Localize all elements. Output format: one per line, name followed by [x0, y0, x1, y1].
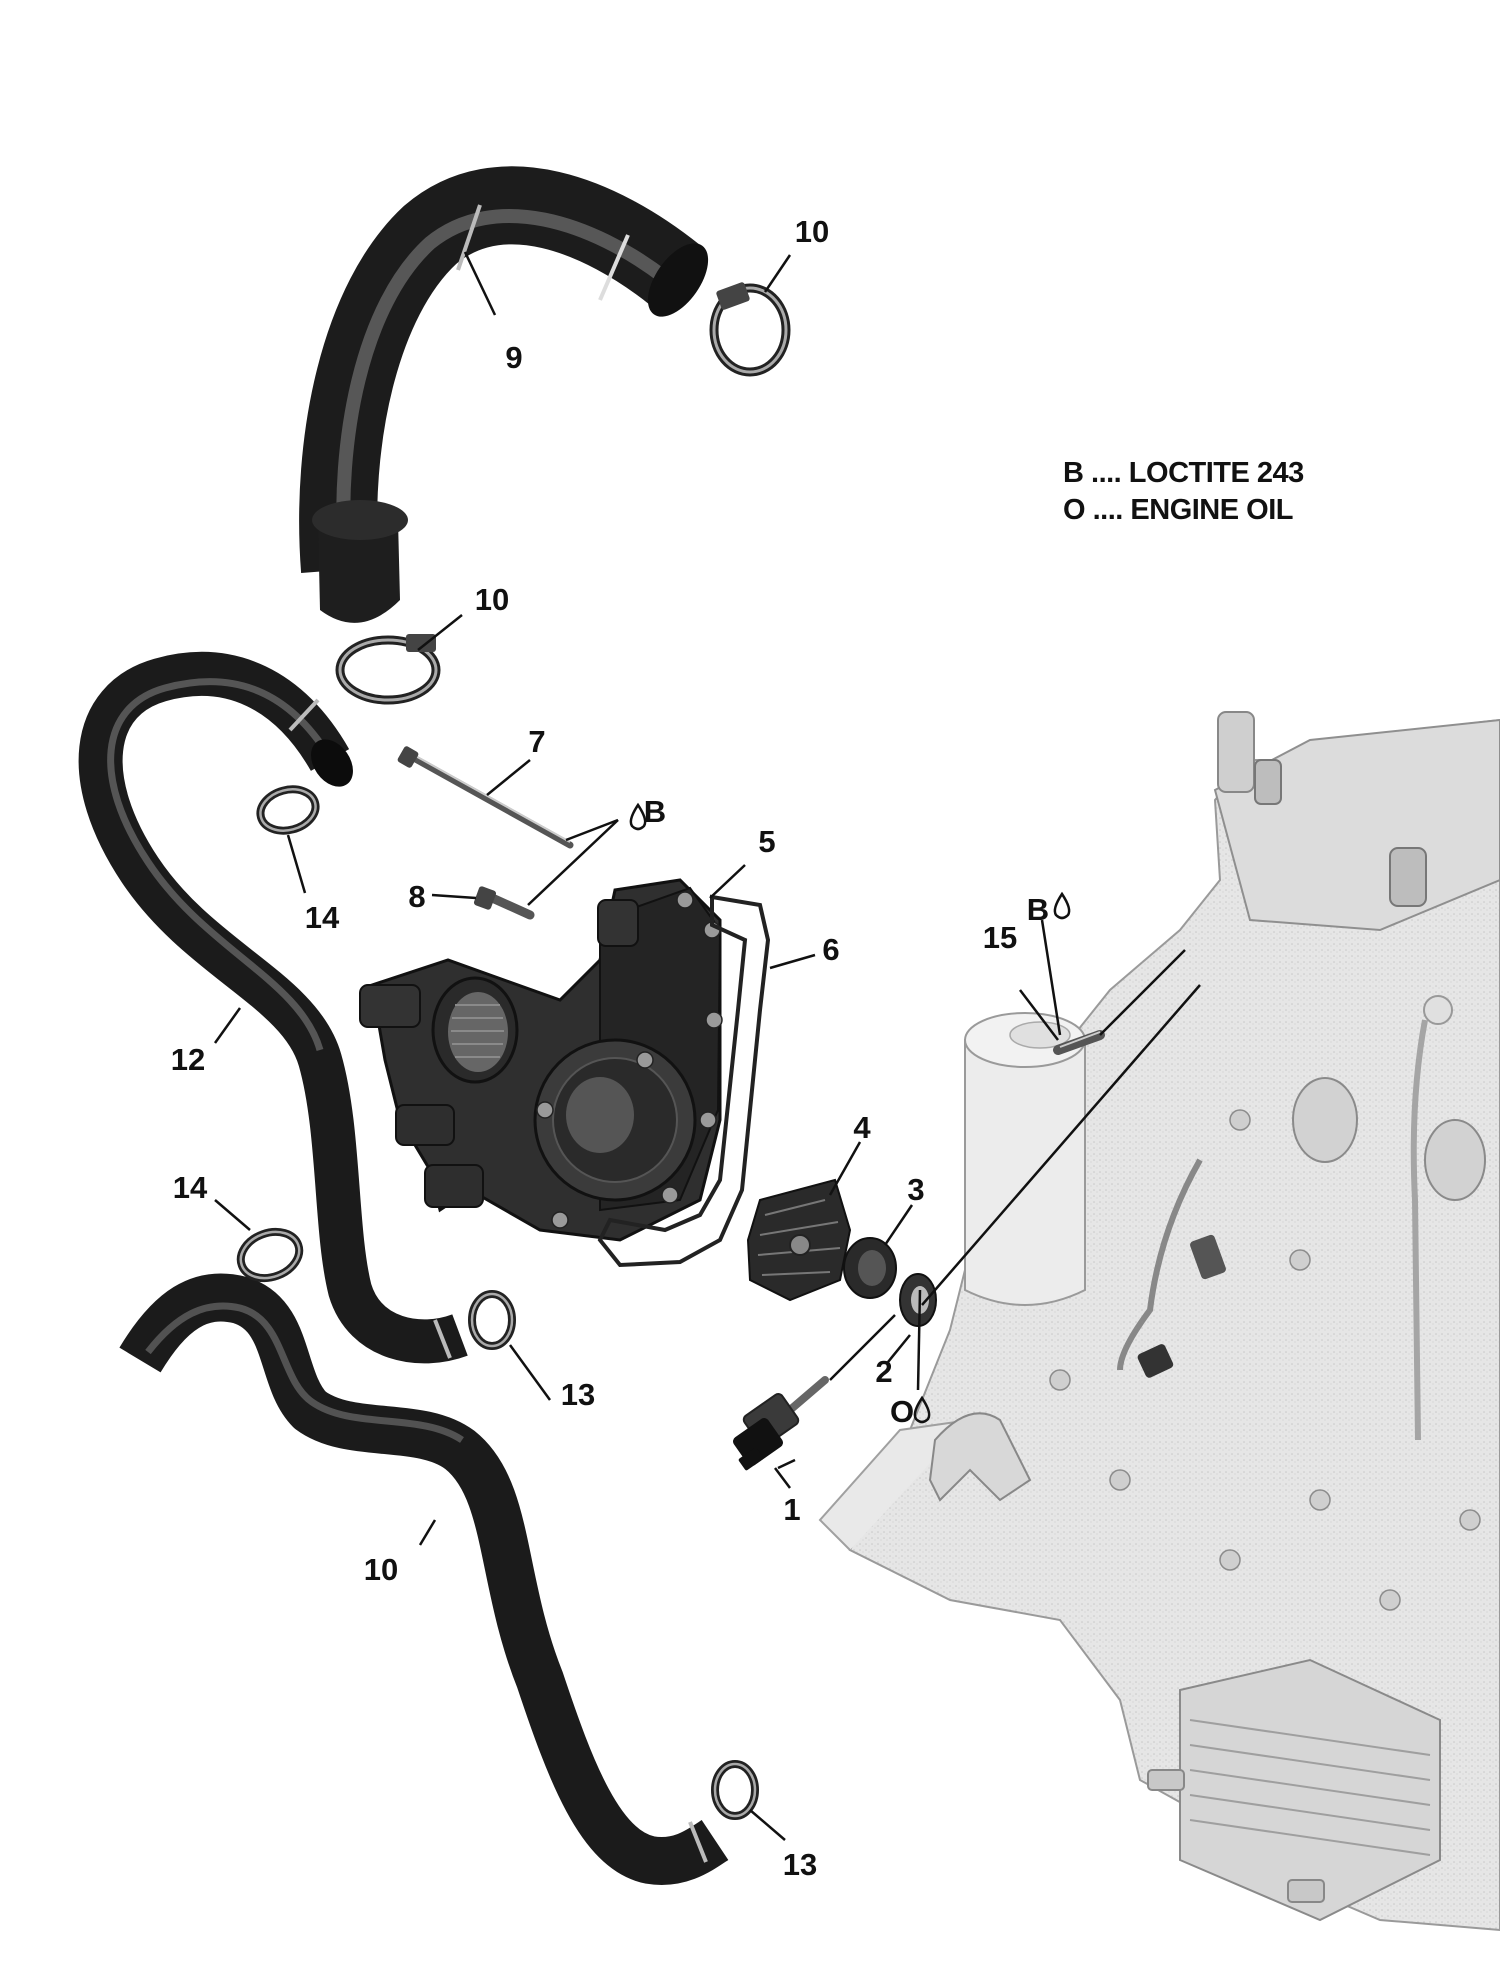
callout-13-lower: 13 — [783, 1847, 817, 1882]
legend-text: LOCTITE 243 — [1128, 457, 1305, 489]
legend-row-loctite: B .... LOCTITE 243 — [1063, 455, 1304, 492]
part-13-clamp-lower — [711, 1760, 759, 1820]
part-10-clamp-lower — [335, 634, 441, 705]
callout-14-upper: 14 — [305, 900, 340, 935]
part-11-hose — [119, 1273, 729, 1885]
droplet-icon — [913, 1395, 931, 1424]
callout-10-upper: 10 — [795, 214, 829, 249]
legend-row-engine-oil: O .... ENGINE OIL — [1063, 492, 1304, 529]
legend-code: B — [1063, 457, 1084, 489]
callout-13-upper: 13 — [561, 1377, 595, 1412]
part-12-hose — [78, 651, 468, 1364]
callout-5: 5 — [758, 824, 775, 859]
callout-9: 9 — [505, 340, 522, 375]
callout-6: 6 — [822, 932, 839, 967]
callout-labels: 10 9 10 7 B 5 8 14 6 15 B 12 4 14 3 2 13… — [171, 214, 1049, 1882]
part-8-short-bolt — [473, 886, 535, 920]
part-6-gasket — [597, 894, 771, 1268]
droplet-icon — [1053, 891, 1071, 920]
part-5-water-pump-housing — [359, 878, 723, 1242]
callout-7: 7 — [528, 724, 545, 759]
part-15-plug — [1053, 1030, 1105, 1055]
legend-sep: .... — [1085, 494, 1131, 526]
callout-14-lower: 14 — [173, 1170, 208, 1205]
part-13-clamp-upper — [468, 1290, 516, 1350]
part-2-oil-seal — [899, 1273, 937, 1327]
callout-4: 4 — [853, 1110, 871, 1145]
callout-15: 15 — [983, 920, 1017, 955]
legend-code: O — [1063, 494, 1086, 526]
part-3-seal — [843, 1237, 897, 1299]
engine-block — [818, 711, 1500, 1932]
leader-lines — [213, 251, 1201, 1841]
part-14-clamp-upper — [256, 785, 320, 835]
o-marker-2: O — [890, 1394, 914, 1429]
b-marker-7-8: B — [644, 794, 666, 829]
part-1-temp-sensor — [733, 1376, 829, 1471]
part-4-impeller — [746, 1178, 852, 1302]
legend-sep: .... — [1083, 457, 1129, 489]
part-14-clamp-lower — [236, 1227, 304, 1283]
callout-2: 2 — [875, 1354, 892, 1389]
callout-11: 10 — [364, 1552, 398, 1587]
part-9-upper-hose — [299, 166, 709, 623]
b-marker-15: B — [1027, 892, 1049, 927]
material-legend: B .... LOCTITE 243 O .... ENGINE OIL — [1063, 455, 1304, 529]
callout-12: 12 — [171, 1042, 205, 1077]
part-10-clamp-upper — [709, 282, 791, 377]
callout-3: 3 — [907, 1172, 924, 1207]
part-7-long-bolt — [397, 746, 574, 849]
callout-1: 1 — [783, 1492, 800, 1527]
legend-text: ENGINE OIL — [1130, 494, 1293, 526]
callout-10-lower: 10 — [475, 582, 509, 617]
droplet-icons — [629, 802, 1071, 1424]
droplet-icon — [629, 802, 647, 831]
callout-8: 8 — [408, 879, 425, 914]
